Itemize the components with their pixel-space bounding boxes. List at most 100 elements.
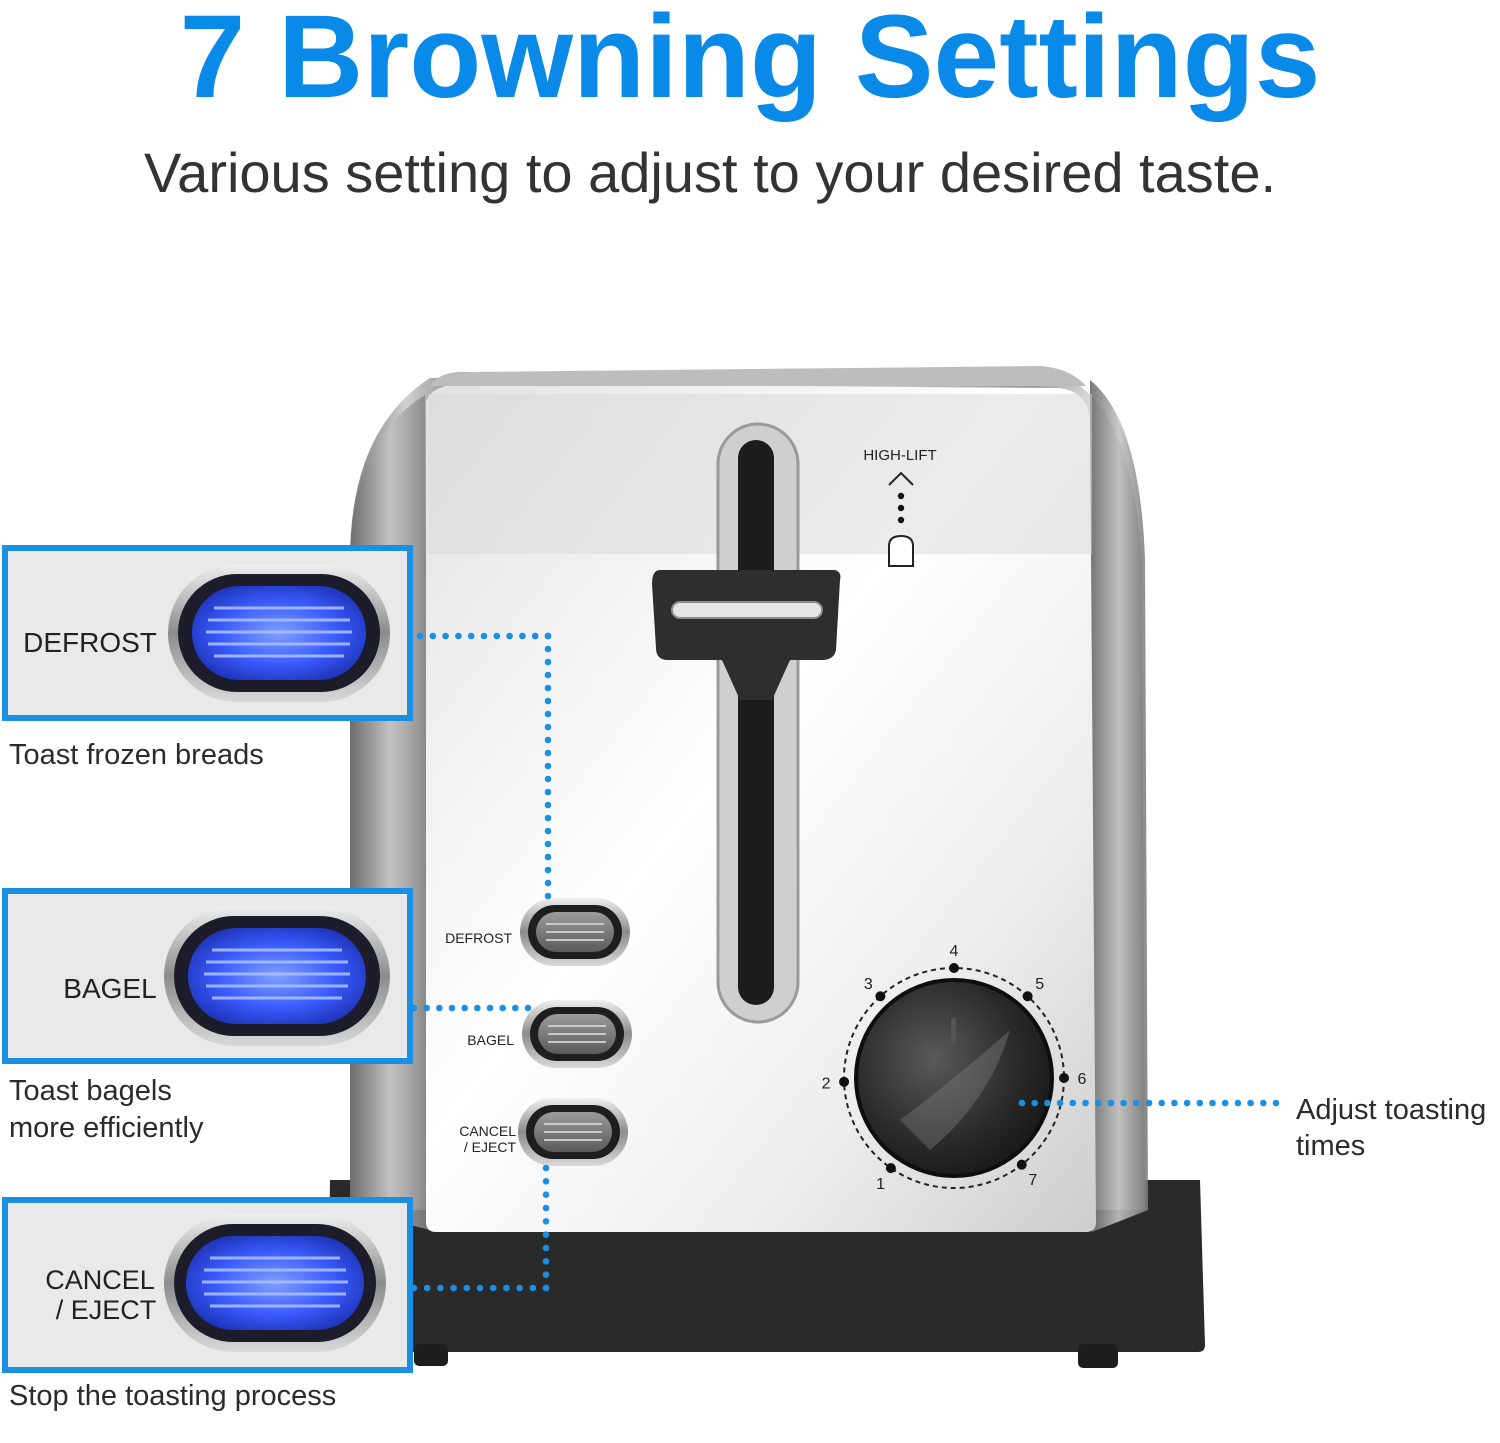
connector-dot bbox=[544, 827, 552, 835]
connector-dot bbox=[542, 1204, 550, 1212]
dial-number: 5 bbox=[1035, 976, 1044, 993]
connector-dot bbox=[1082, 1099, 1089, 1107]
connector-dot bbox=[1221, 1099, 1229, 1107]
connector-dot bbox=[1044, 1099, 1051, 1107]
connector-dot bbox=[503, 1284, 510, 1292]
callout-cancel-caption: Stop the toasting process bbox=[9, 1380, 337, 1412]
connector-dot bbox=[542, 1231, 550, 1238]
dial-number: 3 bbox=[864, 976, 873, 993]
high-lift-chevron-icon bbox=[888, 471, 914, 486]
connector-dot bbox=[544, 762, 552, 770]
connector-dot bbox=[542, 1244, 550, 1252]
connector-dot bbox=[423, 1004, 430, 1012]
connector-dot bbox=[450, 1284, 457, 1292]
connector-dot bbox=[1272, 1099, 1280, 1107]
dial-number: 2 bbox=[822, 1075, 831, 1092]
toaster-defrost-button[interactable] bbox=[520, 898, 630, 966]
connector-dot bbox=[542, 1191, 550, 1198]
connector-dot bbox=[416, 632, 424, 640]
dial-knob-sheen bbox=[900, 1030, 1010, 1150]
connector-dot bbox=[493, 632, 501, 640]
connector-dot bbox=[544, 788, 552, 796]
connector-dot bbox=[544, 775, 552, 783]
page-title: 7 Browning Settings bbox=[179, 0, 1321, 123]
connector-dot bbox=[455, 632, 462, 640]
connector-dot bbox=[544, 892, 552, 900]
connector-dot bbox=[544, 697, 552, 705]
connector-dot bbox=[1018, 1099, 1026, 1107]
connector-dot bbox=[529, 1284, 537, 1292]
dial-number: 1 bbox=[876, 1176, 885, 1193]
connector-dot bbox=[480, 632, 488, 640]
connector-dot bbox=[544, 684, 552, 692]
dial-tick-dot bbox=[1016, 1159, 1027, 1170]
connector-dot bbox=[437, 1284, 444, 1292]
connector-dot bbox=[1234, 1099, 1242, 1107]
toaster-top-lip bbox=[430, 366, 1086, 386]
page-subtitle: Various setting to adjust to your desire… bbox=[143, 141, 1277, 204]
connector-dot bbox=[442, 632, 449, 640]
toaster-bagel-label: BAGEL bbox=[467, 1032, 514, 1048]
connector-dot bbox=[448, 1004, 456, 1012]
connector-dot bbox=[1107, 1099, 1115, 1107]
connector-dot bbox=[463, 1284, 471, 1292]
callout-bagel-indicator bbox=[188, 928, 366, 1024]
connector-dot bbox=[1145, 1099, 1153, 1107]
connector-cancel bbox=[410, 1164, 550, 1292]
connector-dot bbox=[1056, 1099, 1064, 1107]
dial-tick-dot bbox=[949, 963, 959, 973]
callout-bagel-label: BAGEL bbox=[63, 973, 156, 1004]
toaster-foot-left bbox=[414, 1344, 448, 1366]
dial-number: 6 bbox=[1078, 1071, 1087, 1088]
toaster-foot-right bbox=[1078, 1344, 1118, 1368]
connector-dot bbox=[499, 1004, 506, 1012]
connector-dot bbox=[542, 1218, 550, 1225]
connector-dot bbox=[486, 1004, 494, 1012]
connector-dot bbox=[544, 840, 552, 848]
connector-dot bbox=[1171, 1099, 1178, 1107]
dial-tick-dot bbox=[885, 1163, 896, 1174]
connector-dot bbox=[436, 1004, 443, 1012]
connector-dot bbox=[1209, 1099, 1216, 1107]
toaster-left-side bbox=[350, 395, 430, 1230]
connector-dot bbox=[519, 632, 526, 640]
toaster-cancel-label-line1: CANCEL bbox=[459, 1123, 516, 1139]
callout-cancel-label-line1: CANCEL bbox=[45, 1265, 155, 1295]
dial-number: 4 bbox=[950, 943, 959, 960]
connector-dot bbox=[542, 1178, 550, 1185]
lever-handle-chrome-bar bbox=[671, 601, 823, 619]
dial-tick-dot bbox=[1059, 1073, 1069, 1083]
dial-knob[interactable] bbox=[854, 978, 1054, 1178]
bread-icon bbox=[888, 534, 914, 567]
connector-dot bbox=[1120, 1099, 1127, 1107]
callout-bagel-caption-line1: Toast bagels bbox=[9, 1075, 172, 1107]
connector-dot bbox=[544, 671, 552, 679]
connector-dot bbox=[544, 853, 552, 861]
callout-cancel-label-line2: / EJECT bbox=[56, 1295, 157, 1325]
connector-dot bbox=[544, 866, 552, 874]
connector-dot bbox=[544, 645, 552, 653]
connector-dot bbox=[461, 1004, 468, 1012]
connector-dot bbox=[542, 1258, 550, 1265]
connector-dot bbox=[1158, 1099, 1165, 1107]
connector-dot bbox=[1183, 1099, 1191, 1107]
connector-dot bbox=[544, 632, 552, 640]
connector-dot bbox=[1247, 1099, 1254, 1107]
callout-bagel-caption-line2: more efficiently bbox=[9, 1112, 204, 1144]
toaster-cancel-label-line2: / EJECT bbox=[464, 1139, 517, 1155]
callout-defrost-caption: Toast frozen breads bbox=[9, 739, 264, 771]
connector-dot bbox=[542, 1284, 550, 1292]
toaster-bagel-button[interactable] bbox=[522, 1000, 632, 1068]
connector-dot bbox=[476, 1284, 484, 1292]
connector-dot bbox=[544, 814, 552, 822]
connector-dot bbox=[429, 632, 437, 640]
dial-pointer bbox=[951, 1018, 956, 1044]
toaster-cancel-button[interactable] bbox=[518, 1098, 628, 1166]
dial-tick-dot bbox=[1022, 991, 1033, 1002]
connector-dot bbox=[1260, 1099, 1267, 1107]
connector-dot bbox=[544, 736, 552, 744]
high-lift-label: HIGH-LIFT bbox=[863, 447, 936, 464]
connector-dot bbox=[544, 710, 552, 718]
